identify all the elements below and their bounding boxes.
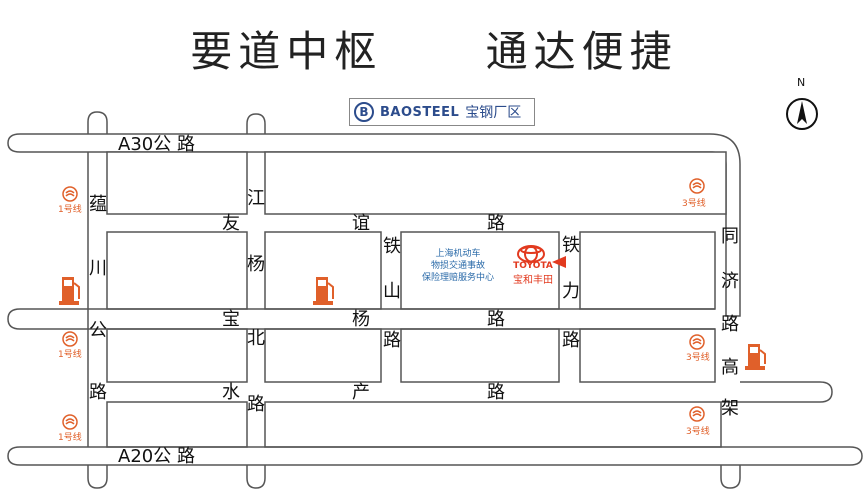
block (264, 328, 382, 383)
road-edge-baoyang (7, 308, 715, 330)
road-label-li: 力 (562, 281, 580, 302)
toyota-label: TOYOTA 宝和丰田 (503, 260, 563, 286)
toyota-brand-cn: 宝和丰田 (513, 275, 553, 286)
road-label-yang: 杨 (247, 254, 265, 275)
road-label-you: 友 (222, 213, 240, 234)
toyota-logo-icon (517, 245, 545, 263)
fuel-station-icon (59, 277, 766, 370)
road-label-gong: 公 (89, 320, 107, 341)
road-edge-tongji (720, 465, 741, 489)
baosteel-brand: BAOSTEEL (380, 104, 460, 120)
road-label-ji: 济 (721, 271, 739, 292)
road-label-lu: 路 (89, 382, 107, 403)
north-arrow-icon (786, 98, 818, 130)
block (264, 401, 722, 448)
road-edge-gaojia (721, 381, 833, 403)
road-network (7, 133, 741, 448)
title-right: 通达便捷 (485, 27, 678, 76)
metro-label: 1号线 (58, 431, 82, 443)
dealer-info-line: 保险理赔服务中心 (421, 273, 494, 283)
metro-label: 1号线 (58, 203, 82, 215)
road-label-tong: 同 (721, 226, 739, 247)
road-edge-jiangyang (246, 113, 266, 489)
block (400, 328, 560, 383)
dealer-info: 上海机动车 物损交通事故 保险理赔服务中心 (410, 248, 506, 284)
road-label-a30: A30公 路 (118, 134, 195, 155)
dealer-info-line: 上海机动车 (435, 249, 481, 259)
road-label-bao: 宝 (222, 309, 240, 330)
road-label-lu: 路 (562, 330, 580, 351)
metro-label: 3号线 (686, 425, 710, 437)
road-label-lu: 路 (487, 382, 505, 403)
metro-label: 1号线 (58, 348, 82, 360)
road-label-tie: 铁 (383, 236, 401, 257)
road-label-lu: 路 (487, 213, 505, 234)
road-label-lu: 路 (383, 330, 401, 351)
block (579, 328, 716, 383)
page-title: 要道中枢 通达便捷 (0, 18, 868, 79)
road-label-lu: 路 (487, 309, 505, 330)
road-label-yun: 蕴 (89, 194, 107, 215)
road-label-lu: 路 (247, 394, 265, 415)
road-label-jia: 架 (721, 398, 739, 419)
toyota-brand: TOYOTA (513, 261, 553, 271)
block (106, 231, 248, 310)
block (106, 328, 248, 383)
metro-icon (62, 178, 705, 430)
road-edges (7, 111, 863, 489)
road-label-shui: 水 (222, 382, 240, 403)
road-label-bei: 北 (247, 328, 265, 349)
road-label-lu: 路 (721, 314, 739, 335)
block (400, 231, 560, 310)
block (106, 401, 248, 448)
road-label-chan: 产 (352, 382, 370, 403)
road-label-a20: A20公 路 (118, 446, 195, 467)
baosteel-landmark: B BAOSTEEL 宝钢厂区 (349, 98, 535, 126)
compass-letter: N (797, 76, 806, 89)
metro-label: 3号线 (686, 351, 710, 363)
road-label-yi: 谊 (352, 213, 370, 234)
location-arrow-icon (552, 256, 566, 268)
block (264, 151, 727, 215)
title-left: 要道中枢 (190, 27, 383, 76)
road-label-shan: 山 (383, 281, 401, 302)
road-edge-yunchuan (87, 111, 108, 489)
metro-label: 3号线 (682, 197, 706, 209)
road-edge-a20 (7, 446, 863, 466)
metro-labels: 1号线 1号线 1号线 3号线 3号线 3号线 (58, 197, 710, 443)
baosteel-logo-icon: B (354, 102, 374, 122)
road-label-yang: 杨 (352, 309, 370, 330)
road-label-jiang: 江 (247, 188, 265, 209)
road-label-chuan: 川 (89, 258, 107, 279)
block (579, 231, 716, 310)
road-label-gao: 高 (721, 357, 739, 378)
road-label-tie: 铁 (562, 235, 580, 256)
block (106, 151, 248, 215)
baosteel-name: 宝钢厂区 (465, 105, 522, 121)
dealer-info-line: 物损交通事故 (430, 261, 485, 271)
